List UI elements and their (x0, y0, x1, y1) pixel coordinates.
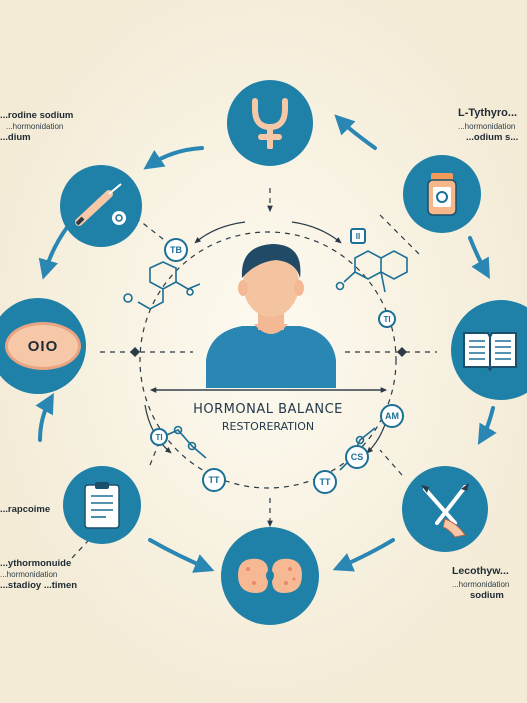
label-bottom-right-2: ...hormonidation (452, 580, 510, 589)
chip-tt-right: TT (313, 470, 337, 494)
molecule-icon (335, 250, 408, 293)
label-top-left-1: ...rodine sodium (0, 110, 74, 121)
inner-ring (139, 231, 397, 489)
open-book-icon (463, 332, 517, 371)
chip-tt-left: TT (202, 468, 226, 492)
label-bottom-left-2: ...hormonidation (0, 570, 58, 579)
center-title-line1: HORMONAL BALANCE (193, 402, 343, 417)
chip-ti-bottom: TI (150, 428, 168, 446)
molecule-icon (123, 261, 201, 310)
label-top-right-1: L-Tythyro... (458, 107, 518, 119)
label-bottom-right-3: sodium (470, 590, 504, 601)
label-top-left-2: ...hormonidation (6, 122, 64, 131)
node-top-right (403, 155, 481, 233)
pill-label: OIO (27, 337, 59, 355)
node-left: OIO (0, 298, 86, 394)
node-right (451, 300, 527, 400)
person-avatar-icon (206, 244, 336, 388)
center-title-line2: RESTORERATION (221, 420, 315, 433)
label-top-right-3: ...odium s... (466, 132, 519, 143)
label-top-left-3: ...dium (0, 132, 31, 143)
node-bottom (221, 527, 319, 625)
cycle-arrows (35, 114, 497, 573)
label-top-right-2: ...hormonidation (458, 122, 516, 131)
label-mid-left-1: ...rapcoime (0, 504, 51, 515)
node-top (227, 80, 313, 166)
clipboard-icon (84, 482, 120, 529)
venus-symbol-icon (252, 98, 288, 149)
tools-icon (421, 483, 469, 538)
node-top-left (60, 165, 142, 247)
label-bottom-right-1: Lecothyw... (452, 565, 509, 577)
label-bottom-left-1: ...ythormonuide (0, 558, 72, 569)
kidney-icon (238, 558, 302, 593)
chip-cs: CS (345, 445, 369, 469)
cycle-arrow-top-left (143, 146, 204, 170)
chip-ii: II (350, 228, 366, 244)
oval-pill-icon: OIO (5, 322, 81, 370)
chip-ti-right: TI (378, 310, 396, 328)
label-bottom-left-3: ...stadioy ...timen (0, 580, 78, 591)
node-bottom-left (63, 466, 141, 544)
chip-tb: TB (164, 238, 188, 262)
syringe-icon (75, 183, 126, 226)
node-bottom-right (402, 466, 488, 552)
chip-am: AM (380, 404, 404, 428)
medicine-bottle-icon (427, 173, 457, 216)
